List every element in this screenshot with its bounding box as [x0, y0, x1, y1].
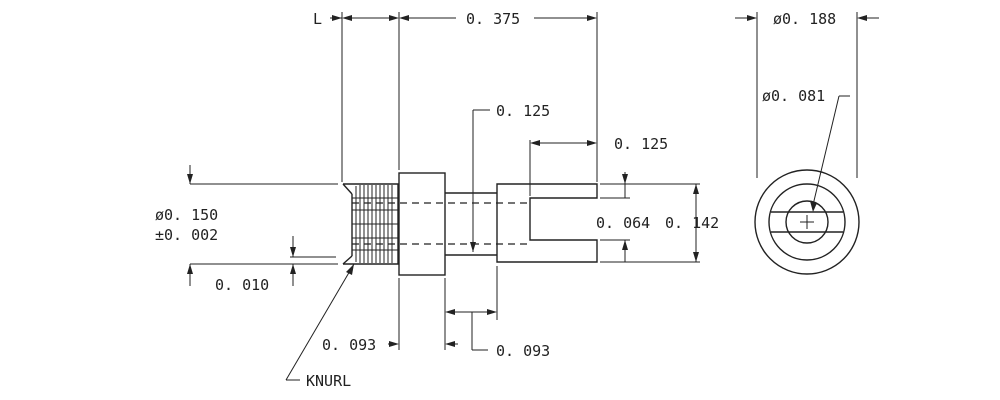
label-fork-height: 0. 142: [665, 214, 719, 232]
fork: [496, 183, 598, 263]
label-slot-position: 0. 125: [496, 102, 550, 120]
label-knurl-offset: 0. 010: [215, 276, 269, 294]
end-view: [735, 12, 879, 275]
extension-lines: [190, 12, 700, 350]
label-length-l: L: [313, 10, 322, 28]
label-body-tolerance: ±0. 002: [155, 226, 218, 244]
knurl-section: [342, 183, 399, 265]
label-flange-length: 0. 093: [322, 336, 376, 354]
label-flange-diameter: ø0. 188: [773, 10, 836, 28]
hidden-bore: [352, 202, 530, 245]
neck: [445, 192, 497, 256]
side-view: [342, 172, 598, 276]
label-knurl: KNURL: [306, 372, 351, 390]
label-slot-width: 0. 064: [596, 214, 650, 232]
dimension-lines: [189, 17, 697, 381]
flange: [398, 172, 446, 276]
arrowheads: [187, 15, 867, 347]
label-slot-depth: 0. 125: [614, 135, 668, 153]
label-body-diameter: ø0. 150: [155, 206, 218, 224]
label-hole-diameter: ø0. 081: [762, 87, 825, 105]
label-neck-length: 0. 093: [496, 342, 550, 360]
label-overall-length: 0. 375: [466, 10, 520, 28]
dimension-labels: L 0. 375 ø0. 150 ±0. 002 0. 010 0. 093 0…: [155, 10, 836, 390]
